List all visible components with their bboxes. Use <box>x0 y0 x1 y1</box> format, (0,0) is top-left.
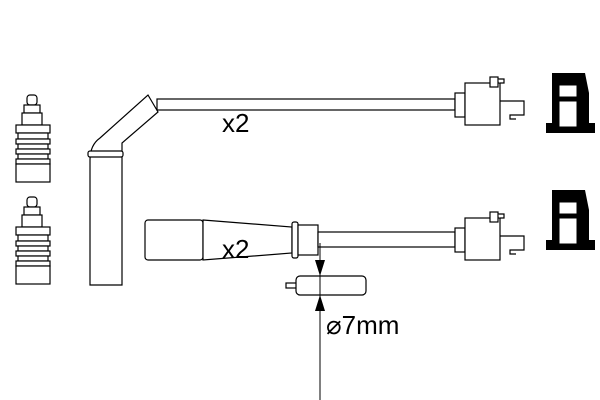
coil-connector-icon <box>454 211 525 261</box>
quantity-label: x2 <box>222 108 250 138</box>
coil-connector-icon <box>454 76 525 126</box>
diameter-label: ⌀7mm <box>326 310 400 340</box>
straight-boot-cable <box>144 219 456 261</box>
angled-boot-cable <box>87 94 456 286</box>
coil-cap-icon <box>545 189 596 251</box>
spark-plug-terminal-icon <box>15 94 51 183</box>
cable-diameter-indicator <box>285 243 367 400</box>
spark-plug-terminal-icon <box>15 196 51 285</box>
quantity-label: x2 <box>222 234 250 264</box>
coil-cap-icon <box>545 72 596 134</box>
